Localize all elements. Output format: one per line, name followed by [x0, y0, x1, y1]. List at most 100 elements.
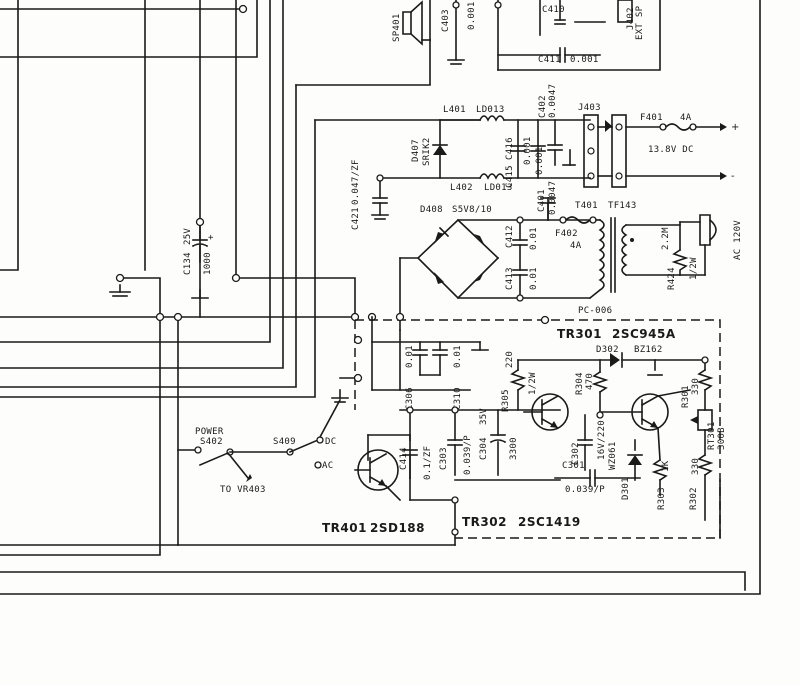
c134-value: 1000: [203, 252, 213, 275]
r301-value: 330: [691, 378, 701, 395]
r305-value: 220: [505, 351, 515, 368]
d408-type: S5V8/10: [452, 205, 492, 215]
c134-capacitor: C134 25V 1000 +: [183, 221, 214, 275]
r305-label: R305: [501, 389, 511, 412]
j403-connector: J403: [578, 103, 627, 188]
ac-switch-label: AC: [322, 461, 333, 471]
svg-text:+: +: [208, 233, 214, 243]
tr401-type: 2SD188: [370, 521, 425, 535]
r304-label: R304: [575, 372, 585, 395]
c416-label: C416: [505, 137, 515, 160]
power-label: POWER: [195, 427, 224, 437]
minus-terminal: -: [731, 171, 735, 182]
c401-label: C401: [537, 189, 547, 212]
plus-terminal: +: [731, 122, 739, 133]
regulator-board: PC-006 TR301 2SC945A C306 0.01 C310 0.01…: [354, 306, 727, 539]
l402-label: L402: [450, 183, 473, 193]
c411-label: C411: [538, 55, 561, 65]
r302-value: 330: [691, 458, 701, 475]
t401-type: TF143: [608, 201, 637, 211]
s409-label: S409: [273, 437, 296, 447]
r301-label: R301: [681, 385, 691, 408]
r305-wattage: 1/2W: [528, 372, 538, 395]
d301-label: D301: [621, 477, 631, 500]
c413-value: 0.01: [529, 267, 539, 290]
c410-label: C410: [542, 5, 565, 15]
r303-value: 1K: [661, 460, 671, 472]
tr302-type: 2SC1419: [518, 515, 581, 529]
c310-label: C310: [453, 387, 463, 410]
tr401-label: TR401: [322, 521, 367, 535]
tr302-label: TR302: [462, 515, 507, 529]
tr301-label: TR301: [557, 327, 602, 341]
t401-label: T401: [575, 201, 598, 211]
c304-voltage: 35V: [479, 408, 489, 425]
c302-value: 16V/220: [597, 420, 607, 460]
board-label: PC-006: [578, 306, 612, 316]
c413-label: C413: [505, 267, 515, 290]
r424-wattage: 1/2W: [689, 257, 699, 280]
c303-value: 0.039/P: [463, 435, 473, 475]
c412-label: C412: [505, 225, 515, 248]
j403-label: J403: [578, 103, 601, 113]
c414-value: 0.1/ZF: [423, 446, 433, 480]
ground-regulator: [331, 312, 550, 403]
c401-value: 0.0047: [548, 181, 558, 215]
f402-label: F402: [555, 229, 578, 239]
left-nodes: [115, 4, 377, 322]
bottom-wiring: [177, 479, 721, 546]
c421-value: 0.047/ZF: [351, 159, 361, 205]
c134-voltage: 25V: [183, 228, 193, 245]
c302-label: C302: [571, 442, 581, 465]
f401-label: F401: [640, 113, 663, 123]
c304-label: C304: [479, 437, 489, 460]
d302-label: D302: [596, 345, 619, 355]
c421-capacitor: C421 0.047/ZF: [351, 159, 389, 230]
c403-label: C403: [441, 9, 451, 32]
c301-value: 0.039/P: [565, 485, 605, 495]
ground-left: [109, 284, 209, 299]
c415-value: 0.001: [535, 146, 545, 175]
power-switches: POWER S402 S409 DC AC TO VR403: [177, 398, 342, 495]
c402-value: 0.0047: [548, 84, 558, 118]
r424-label: R424: [667, 267, 677, 290]
c415-label: C415: [505, 165, 515, 188]
r424-value: 2.2M: [661, 227, 671, 250]
r302-label: R302: [689, 487, 699, 510]
ext-sp-label: EXT SP: [635, 5, 645, 40]
transformer-section: C401 0.0047 T401 TF143 F402 4A R424 2.2M…: [537, 181, 743, 300]
rt301-label: RT301: [707, 421, 717, 450]
c416-value: 0.001: [523, 136, 533, 165]
l401-label: L401: [443, 105, 466, 115]
c402-label: C402: [538, 95, 548, 118]
d301-type: WZ061: [608, 441, 618, 470]
ac-input-label: AC 120V: [733, 220, 743, 260]
c306-value: 0.01: [405, 345, 415, 368]
rt301-type: 300B: [717, 427, 727, 450]
r304-value: 470: [585, 373, 595, 390]
c303-label: C303: [439, 447, 449, 470]
c412-value: 0.01: [529, 227, 539, 250]
c414-label: C414: [399, 447, 409, 470]
d408-label: D408: [420, 205, 443, 215]
sp401-label: SP401: [392, 13, 402, 42]
l401-type: LD013: [476, 105, 505, 115]
f402-value: 4A: [570, 241, 582, 251]
d407-label: D407: [411, 139, 421, 162]
input-filter: L401 LD013 L402 LD013 C402 0.0047 C416 0…: [379, 84, 591, 193]
c421-label: C421: [351, 207, 361, 230]
s402-label: S402: [200, 437, 223, 447]
j402-label: J402: [626, 7, 636, 30]
l402-type: LD013: [484, 183, 513, 193]
dc-voltage-label: 13.8V DC: [648, 145, 694, 155]
c403-value: 0.001: [467, 1, 477, 30]
c304-value: 3300: [509, 437, 519, 460]
dc-switch-label: DC: [325, 437, 336, 447]
speaker-section: SP401 C403 0.001 C410 C411 0.001 J402 EX…: [392, 0, 661, 71]
r303-label: R303: [657, 487, 667, 510]
c411-value: 0.001: [570, 55, 599, 65]
d302-type: BZ162: [634, 345, 663, 355]
c310-value: 0.01: [453, 345, 463, 368]
